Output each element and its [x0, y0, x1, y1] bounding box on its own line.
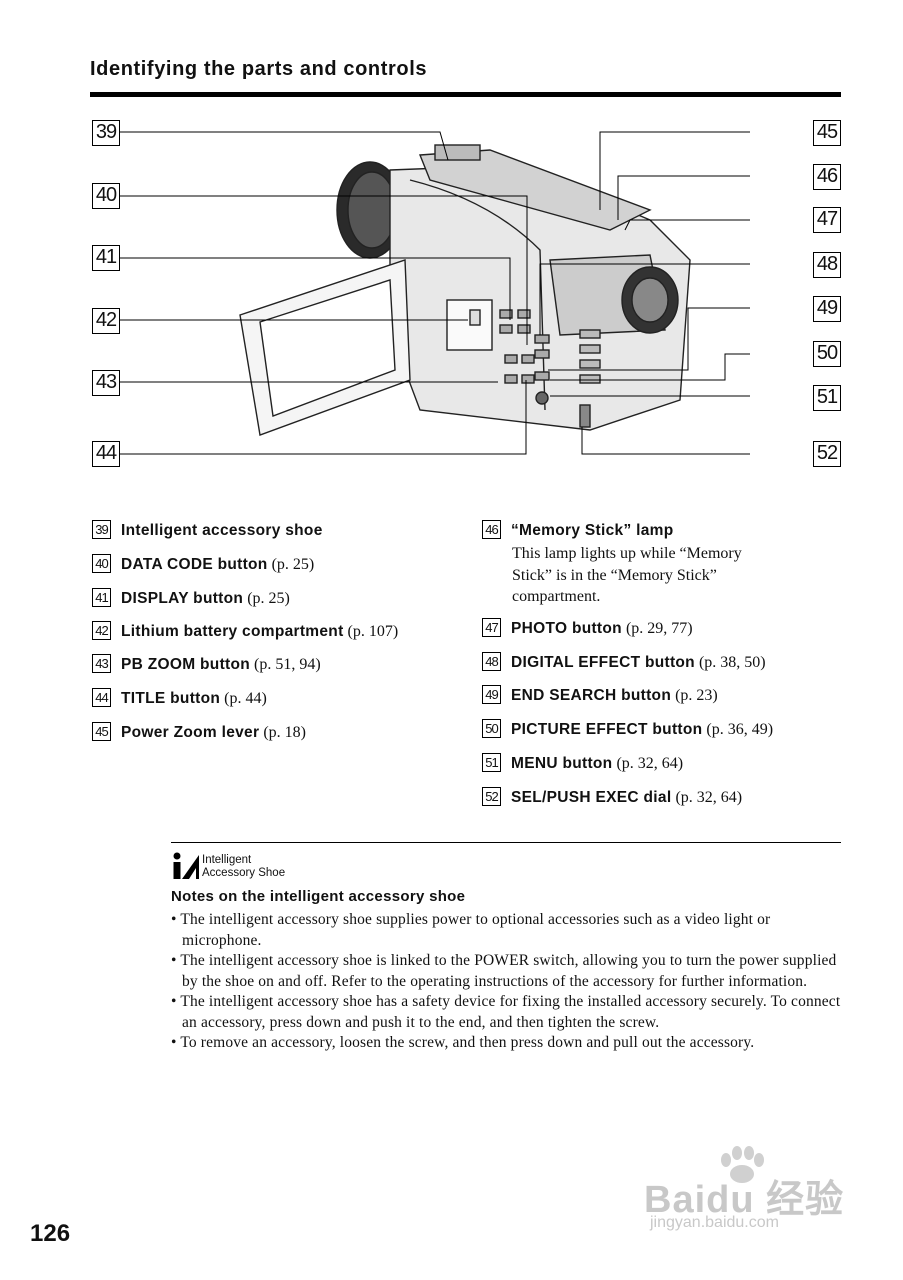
callout-39: 39 — [92, 120, 120, 146]
callout-41: 41 — [92, 245, 120, 271]
ia-logo-text: Intelligent Accessory Shoe — [202, 854, 286, 879]
paw-icon — [721, 1146, 764, 1183]
callout-42: 42 — [92, 308, 120, 334]
baidu-watermark: Baidu 经验 jingyan.baidu.com — [640, 1146, 860, 1240]
callout-52: 52 — [813, 441, 841, 467]
notes-title: Notes on the intelligent accessory shoe — [171, 888, 466, 905]
note-item: • To remove an accessory, loosen the scr… — [171, 1034, 755, 1051]
note-item: • The intelligent accessory shoe is link… — [171, 952, 837, 990]
header-rule — [90, 92, 841, 97]
callout-49: 49 — [813, 296, 841, 322]
memory-stick-description: This lamp lights up while “Memory Stick”… — [512, 545, 742, 605]
note-item: • The intelligent accessory shoe supplie… — [171, 911, 771, 949]
callout-46: 46 — [813, 164, 841, 190]
callout-44: 44 — [92, 441, 120, 467]
callout-51: 51 — [813, 385, 841, 411]
page-number: 126 — [30, 1220, 71, 1247]
callout-47: 47 — [813, 207, 841, 233]
camcorder-diagram — [120, 131, 750, 455]
intelligent-accessory-shoe-icon — [173, 852, 199, 879]
list-item: 46“Memory Stick” lamp — [482, 520, 673, 541]
callout-45: 45 — [813, 120, 841, 146]
page-title: Identifying the parts and controls — [90, 58, 428, 80]
callout-40: 40 — [92, 183, 120, 209]
callout-50: 50 — [813, 341, 841, 367]
callout-48: 48 — [813, 252, 841, 278]
callout-43: 43 — [92, 370, 120, 396]
section-divider — [171, 842, 841, 843]
note-item: • The intelligent accessory shoe has a s… — [171, 993, 841, 1031]
notes-list: • The intelligent accessory shoe supplie… — [171, 910, 851, 1054]
